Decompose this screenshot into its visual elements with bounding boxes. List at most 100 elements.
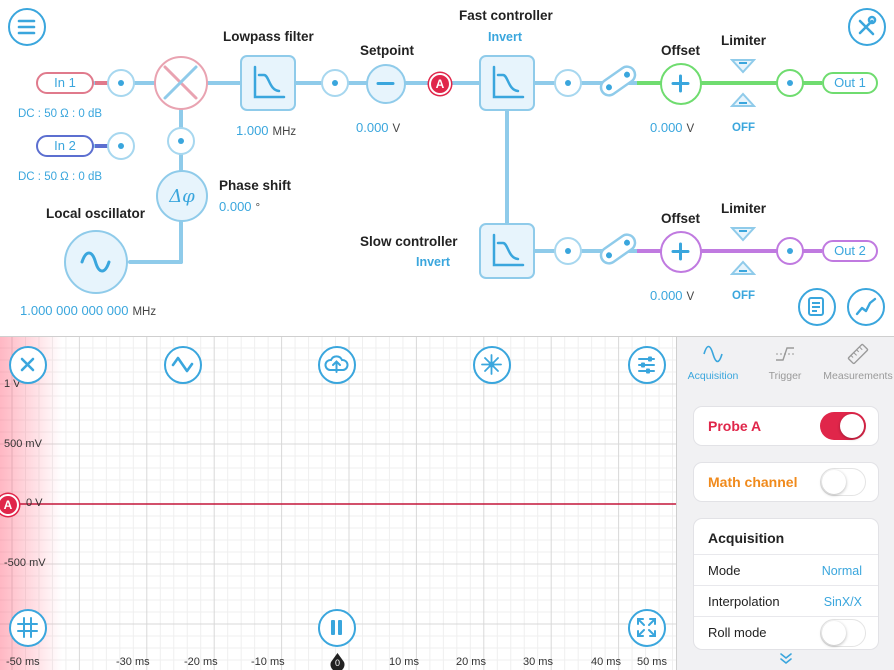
- output-1-node[interactable]: [776, 69, 804, 97]
- controller-icon: [492, 233, 525, 267]
- notes-button[interactable]: [798, 288, 836, 326]
- pause-button[interactable]: [318, 609, 356, 647]
- interpolation-row[interactable]: Interpolation SinX/X: [694, 585, 878, 616]
- x-tick: 40 ms: [591, 656, 621, 668]
- lowpass-title: Lowpass filter: [223, 29, 314, 44]
- autoscale-icon: [481, 354, 502, 375]
- close-icon: [20, 357, 35, 372]
- setpoint-block[interactable]: [366, 64, 406, 104]
- tab-acquisition-label: Acquisition: [687, 370, 739, 382]
- limiter-1-down-icon[interactable]: [730, 92, 756, 108]
- menu-icon: [17, 19, 36, 35]
- tab-measurements-label: Measurements: [823, 370, 893, 382]
- fast-output-node[interactable]: [554, 69, 582, 97]
- phase-symbol: Δφ: [169, 186, 195, 207]
- fast-controller-title: Fast controller: [459, 8, 553, 23]
- acquisition-card: Acquisition Mode Normal Interpolation Si…: [694, 519, 878, 649]
- roll-mode-toggle[interactable]: [820, 619, 866, 647]
- offset-2-block[interactable]: [660, 231, 702, 273]
- limiter-1-up-icon[interactable]: [730, 58, 756, 74]
- oscilloscope-view[interactable]: 1 V 500 mV 0 V -500 mV A -50 ms -30 ms -…: [0, 336, 676, 670]
- trigger-icon: [776, 347, 794, 361]
- tab-trigger-label: Trigger: [768, 370, 802, 382]
- time-zero-marker[interactable]: 0: [329, 653, 346, 670]
- fast-controller-mode[interactable]: Invert: [488, 30, 523, 44]
- input-2-node[interactable]: [107, 132, 135, 160]
- input-1-button[interactable]: In 1: [36, 72, 94, 94]
- input-1-node[interactable]: [107, 69, 135, 97]
- probe-a-marker[interactable]: A: [429, 73, 451, 95]
- mode-value: Normal: [821, 564, 862, 578]
- upload-button[interactable]: [318, 346, 356, 384]
- output-2-label: Out 2: [834, 243, 866, 258]
- chevron-down-icon: [780, 653, 792, 665]
- output-2-button[interactable]: Out 2: [822, 240, 878, 262]
- signal-wires: [93, 81, 822, 264]
- offset-1-block[interactable]: [660, 63, 702, 105]
- probe-a-toggle[interactable]: [820, 412, 866, 440]
- tab-acquisition[interactable]: Acquisition: [677, 337, 749, 387]
- minus-icon: [376, 82, 395, 85]
- output-1-switch[interactable]: [596, 59, 640, 103]
- close-scope-button[interactable]: [9, 346, 47, 384]
- menu-button[interactable]: [8, 8, 46, 46]
- scope-channel-marker[interactable]: A: [0, 494, 19, 516]
- x-tick: 20 ms: [456, 656, 486, 668]
- switch-icon: [599, 65, 637, 97]
- math-channel-card: Math channel: [694, 463, 878, 501]
- mixer-block[interactable]: [154, 56, 208, 110]
- settings-button[interactable]: [848, 8, 886, 46]
- math-channel-label: Math channel: [708, 474, 798, 490]
- expand-icon: [637, 618, 656, 637]
- phase-shift-block[interactable]: Δφ: [156, 170, 208, 222]
- output-1-button[interactable]: Out 1: [822, 72, 878, 94]
- output-2-node[interactable]: [776, 237, 804, 265]
- limiter-2-down-icon[interactable]: [730, 260, 756, 276]
- limiter-2-state[interactable]: OFF: [732, 290, 755, 302]
- output-2-switch[interactable]: [596, 227, 640, 271]
- phase-input-node[interactable]: [167, 127, 195, 155]
- phase-shift-number: 0.000: [219, 199, 252, 214]
- offset-2-unit: V: [686, 291, 695, 303]
- roll-mode-row: Roll mode: [694, 616, 878, 649]
- waveform-button[interactable]: [164, 346, 202, 384]
- limiter-1-title: Limiter: [721, 33, 767, 48]
- tab-measurements[interactable]: Measurements: [821, 337, 894, 387]
- limiter-2-up-icon[interactable]: [730, 226, 756, 242]
- slow-output-node[interactable]: [554, 237, 582, 265]
- lowpass-filter-block[interactable]: [240, 55, 296, 111]
- autoscale-button[interactable]: [473, 346, 511, 384]
- math-channel-toggle[interactable]: [820, 468, 866, 496]
- oscillator-block[interactable]: [64, 230, 128, 294]
- filter-output-node[interactable]: [321, 69, 349, 97]
- phase-shift-value[interactable]: 0.000°: [219, 199, 260, 214]
- mode-row[interactable]: Mode Normal: [694, 554, 878, 585]
- setpoint-unit: V: [392, 123, 401, 135]
- limiter-1-state[interactable]: OFF: [732, 122, 755, 134]
- x-tick: -20 ms: [184, 656, 218, 668]
- fast-controller-block[interactable]: [479, 55, 535, 111]
- grid-toggle-button[interactable]: [9, 609, 47, 647]
- input-2-button[interactable]: In 2: [36, 135, 94, 157]
- grid-icon: [17, 617, 38, 638]
- scope-settings-button[interactable]: [628, 346, 666, 384]
- offset-1-title: Offset: [661, 43, 701, 58]
- sine-icon: [703, 345, 723, 363]
- interpolation-value: SinX/X: [823, 595, 862, 609]
- phase-shift-unit: °: [255, 202, 261, 214]
- lowpass-unit: MHz: [272, 126, 297, 138]
- slow-controller-block[interactable]: [479, 223, 535, 279]
- slow-controller-mode[interactable]: Invert: [416, 255, 451, 269]
- graph-button[interactable]: [847, 288, 885, 326]
- output-1-label: Out 1: [834, 75, 866, 90]
- fullscreen-button[interactable]: [628, 609, 666, 647]
- tab-trigger[interactable]: Trigger: [749, 337, 821, 387]
- scroll-down-button[interactable]: [777, 651, 795, 667]
- mixer-icon: [163, 65, 198, 100]
